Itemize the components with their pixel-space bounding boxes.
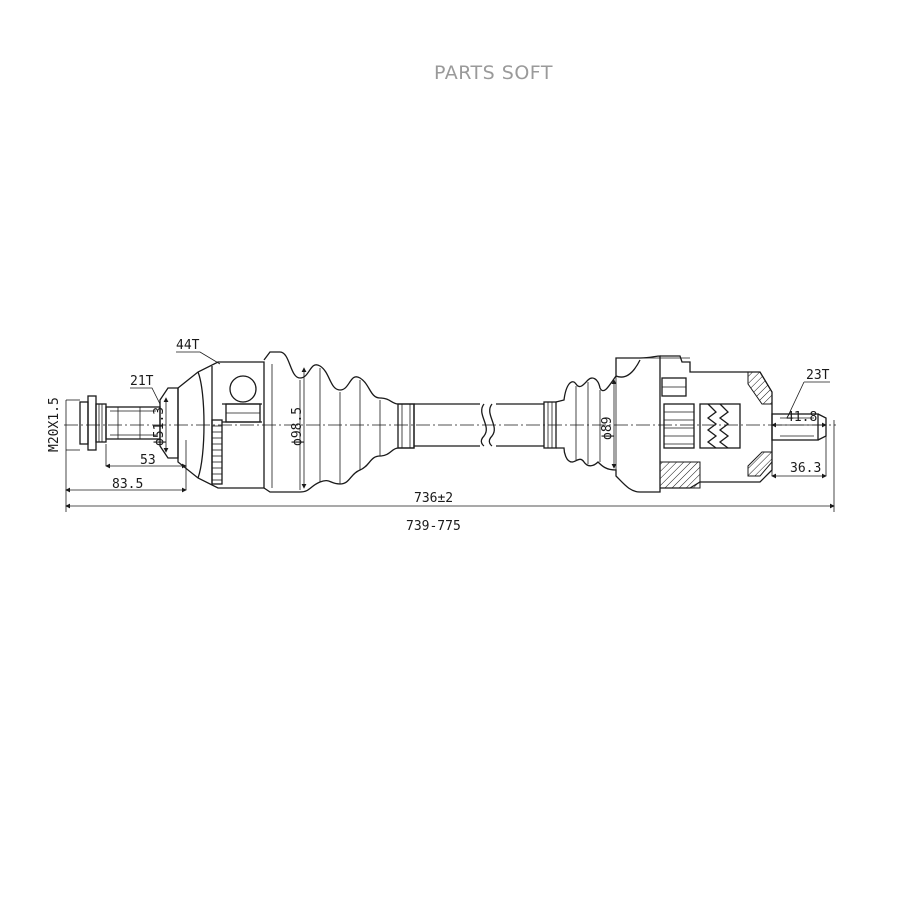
label-44t: 44T [176,338,200,353]
outer-cv-joint [79,351,415,493]
dimensions [65,351,835,512]
label-thread: M20X1.5 [47,397,62,452]
label-dia-outer-boot: ϕ98.5 [290,407,305,446]
label-len-736: 736±2 [414,491,453,506]
label-len-range: 739-775 [406,519,461,534]
parts-soft-watermark: PARTS SOFT [434,62,553,84]
label-dia-stub: ϕ51.3 [152,407,167,446]
label-len-53: 53 [140,453,156,468]
label-23t: 23T [806,368,830,383]
label-21t: 21T [130,374,154,389]
label-len-363: 36.3 [790,461,821,476]
label-dia-inner-boot: ϕ89 [600,417,615,440]
inner-tripod-joint [543,355,827,493]
label-len-835: 83.5 [112,477,143,492]
label-len-418: 41.8 [786,410,817,425]
axle-shaft [414,403,544,447]
